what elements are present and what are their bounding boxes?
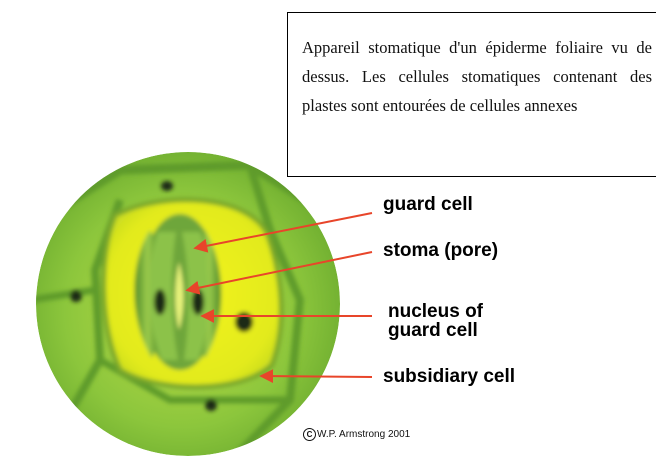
credit-text: W.P. Armstrong 2001 — [317, 429, 410, 440]
label-nucleus-line2: guard cell — [388, 322, 478, 340]
label-guard-cell: guard cell — [383, 196, 473, 214]
copyright-credit: C W.P. Armstrong 2001 — [303, 428, 410, 441]
label-nucleus-line1: nucleus of — [388, 303, 483, 321]
label-subsidiary-cell: subsidiary cell — [383, 368, 515, 386]
label-stoma: stoma (pore) — [383, 242, 498, 260]
caption-text: Appareil stomatique d'un épiderme foliai… — [302, 33, 652, 120]
arrow-subsidiary-cell — [262, 376, 372, 377]
copyright-icon: C — [303, 428, 316, 441]
microscope-view — [30, 152, 340, 456]
caption-box: Appareil stomatique d'un épiderme foliai… — [287, 12, 656, 177]
